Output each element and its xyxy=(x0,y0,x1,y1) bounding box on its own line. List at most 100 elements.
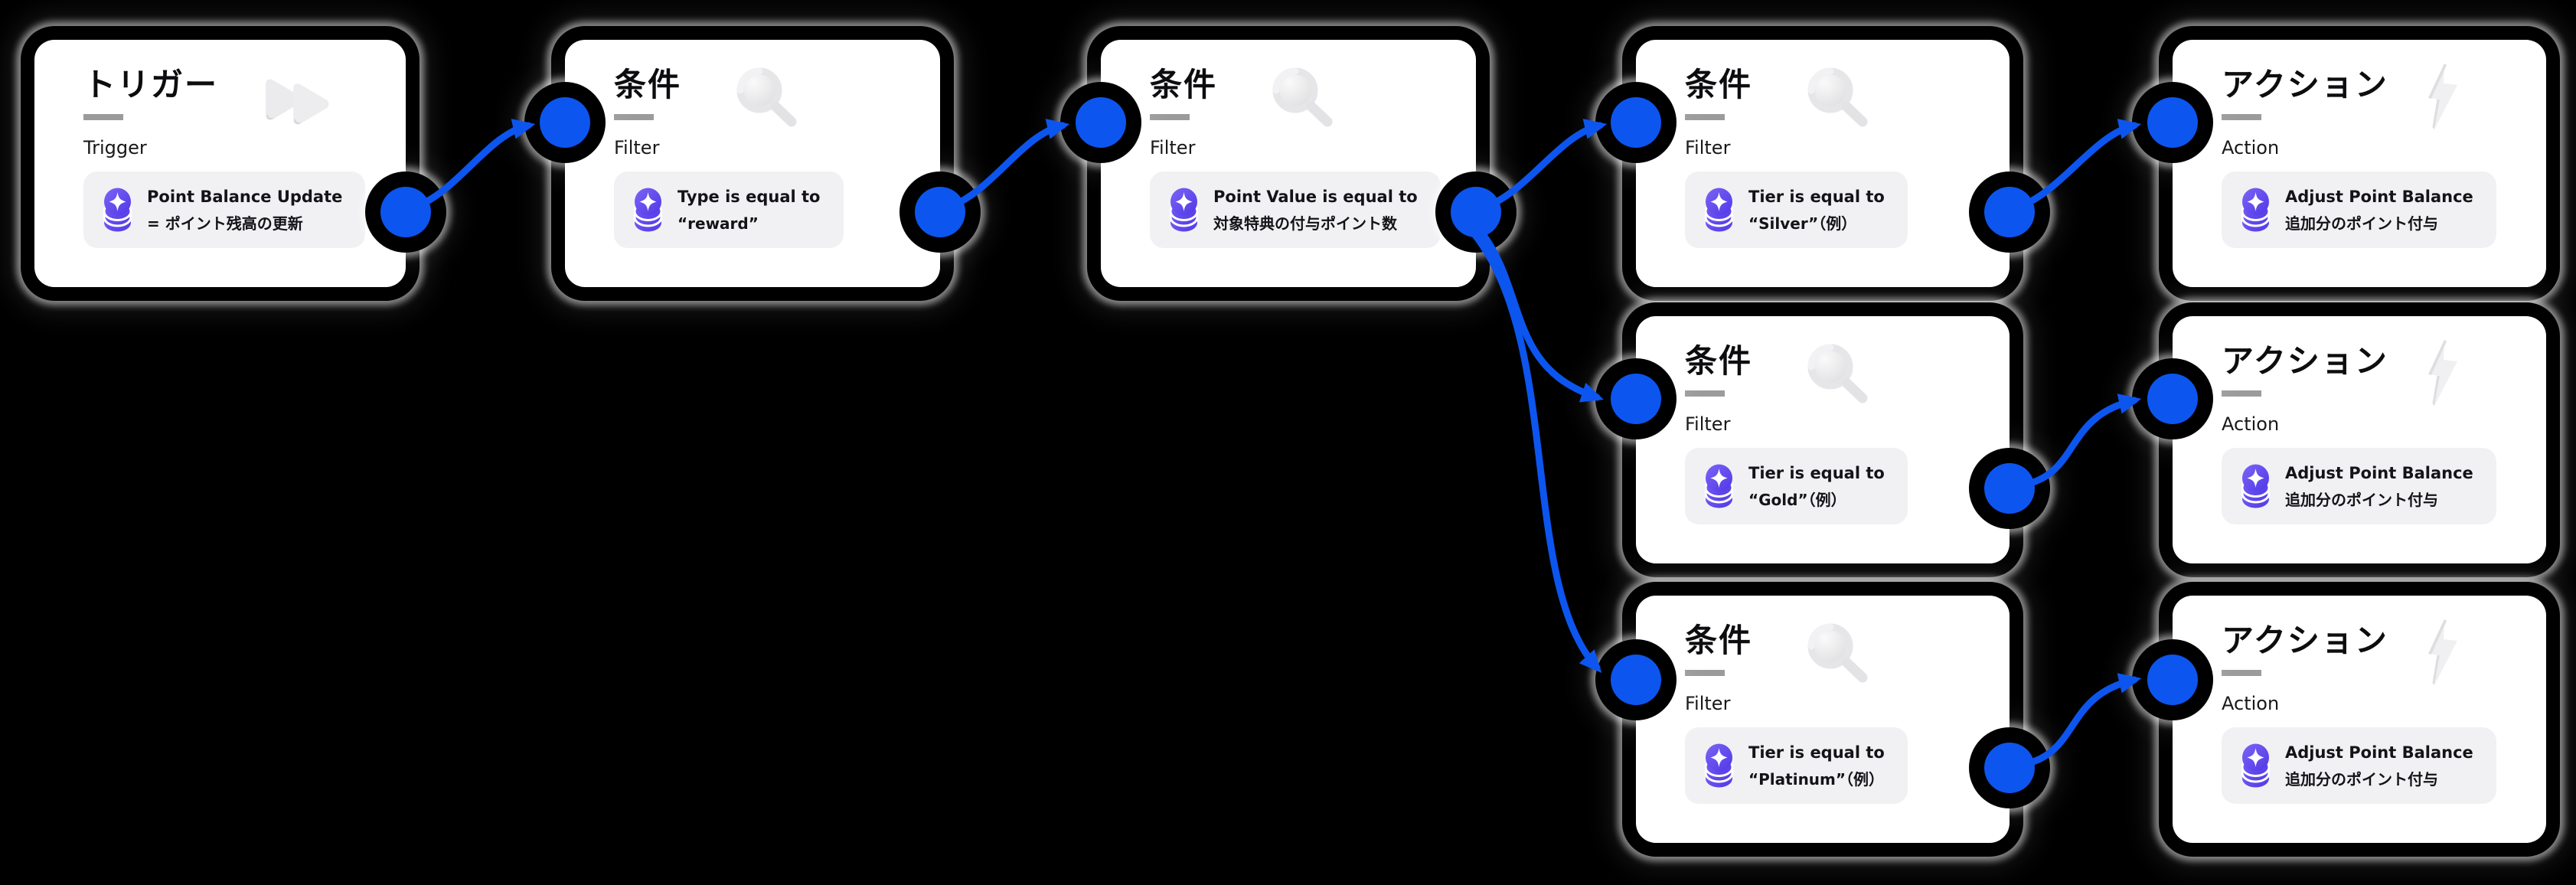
node-title: 条件 xyxy=(1150,66,1218,103)
input-port-filter-type[interactable] xyxy=(540,97,590,148)
item-line2: “Platinum”（例） xyxy=(1748,769,1885,789)
title-underline xyxy=(2222,670,2261,677)
output-port-filter-tier-platinum[interactable] xyxy=(1984,743,2035,793)
points-coin-icon xyxy=(2241,743,2270,788)
node-card-filter-type[interactable]: 条件 Filter Type is equal to “reward” xyxy=(565,40,940,287)
node-title: 条件 xyxy=(1685,622,1753,659)
node-title: トリガー xyxy=(83,66,219,103)
connection-arrow-point-value-to-platinum xyxy=(1471,230,1602,674)
node-card-action-gold[interactable]: アクション Action Adjust Point Balance 追加分のポイ… xyxy=(2173,316,2546,563)
output-port-filter-tier-silver[interactable] xyxy=(1984,187,2035,237)
item-line1: Point Balance Update xyxy=(147,187,343,206)
title-underline xyxy=(1685,390,1725,397)
node-config-item[interactable]: Adjust Point Balance 追加分のポイント付与 xyxy=(2222,171,2496,248)
input-port-filter-tier-gold[interactable] xyxy=(1611,374,1661,424)
points-coin-icon xyxy=(2241,464,2270,508)
title-underline xyxy=(1685,670,1725,677)
node-subtitle: Action xyxy=(2222,137,2280,159)
item-line2: 追加分のポイント付与 xyxy=(2285,490,2438,509)
node-config-item[interactable]: Adjust Point Balance 追加分のポイント付与 xyxy=(2222,448,2496,524)
node-card-trigger[interactable]: トリガー Trigger Point Balance Update = ポイント… xyxy=(34,40,406,287)
node-header: 条件 Filter xyxy=(614,67,681,158)
lightning-icon xyxy=(2422,338,2463,408)
item-line1: Adjust Point Balance xyxy=(2285,463,2473,482)
node-header: アクション Action xyxy=(2222,622,2388,715)
item-line1: Adjust Point Balance xyxy=(2285,187,2473,206)
item-line1: Tier is equal to xyxy=(1748,187,1885,206)
output-port-trigger[interactable] xyxy=(380,187,431,237)
node-title: 条件 xyxy=(1685,342,1753,380)
node-config-item[interactable]: Point Value is equal to 対象特典の付与ポイント数 xyxy=(1150,171,1441,248)
input-port-action-gold[interactable] xyxy=(2147,374,2198,424)
magnifier-icon xyxy=(1804,623,1870,686)
node-title: 条件 xyxy=(614,66,682,103)
node-subtitle: Trigger xyxy=(83,137,147,159)
lightning-icon xyxy=(2422,617,2463,687)
connection-arrow-trigger-to-filter-type xyxy=(408,119,536,212)
connection-arrow-platinum-to-action xyxy=(2027,673,2142,766)
item-line1: Point Value is equal to xyxy=(1213,187,1418,206)
connection-arrow-point-value-to-silver xyxy=(1478,119,1608,212)
node-config-item[interactable]: Tier is equal to “Gold”（例） xyxy=(1685,448,1908,524)
output-port-filter-point-value[interactable] xyxy=(1451,187,1501,237)
node-header: 条件 Filter xyxy=(1685,67,1752,158)
item-line2: “reward” xyxy=(677,214,759,233)
lightning-icon xyxy=(2422,61,2463,132)
title-underline xyxy=(2222,114,2261,121)
item-line1: Tier is equal to xyxy=(1748,463,1885,482)
fast-forward-icon xyxy=(258,75,336,129)
node-subtitle: Filter xyxy=(1150,137,1196,159)
input-port-filter-tier-platinum[interactable] xyxy=(1611,655,1661,705)
points-coin-icon xyxy=(1705,464,1733,508)
node-config-item[interactable]: Tier is equal to “Platinum”（例） xyxy=(1685,727,1908,804)
node-config-item[interactable]: Tier is equal to “Silver”（例） xyxy=(1685,171,1908,248)
node-card-filter-tier-gold[interactable]: 条件 Filter Tier is equal to “Gold”（例） xyxy=(1636,316,2010,563)
magnifier-icon xyxy=(1269,67,1335,130)
output-port-filter-tier-gold[interactable] xyxy=(1984,463,2035,514)
points-coin-icon xyxy=(103,188,132,232)
node-subtitle: Action xyxy=(2222,413,2280,436)
node-subtitle: Filter xyxy=(1685,413,1731,436)
node-card-filter-point-value[interactable]: 条件 Filter Point Value is equal to 対象特典の付… xyxy=(1101,40,1476,287)
node-header: アクション Action xyxy=(2222,67,2388,158)
node-card-filter-tier-silver[interactable]: 条件 Filter Tier is equal to “Silver”（例） xyxy=(1636,40,2010,287)
title-underline xyxy=(83,114,123,121)
input-port-filter-tier-silver[interactable] xyxy=(1611,97,1661,148)
node-card-action-silver[interactable]: アクション Action Adjust Point Balance 追加分のポイ… xyxy=(2173,40,2546,287)
output-port-filter-type[interactable] xyxy=(915,187,965,237)
node-card-filter-tier-platinum[interactable]: 条件 Filter Tier is equal to “Platinum”（例） xyxy=(1636,596,2010,843)
item-line2: 追加分のポイント付与 xyxy=(2285,214,2438,233)
magnifier-icon xyxy=(733,67,799,130)
connection-arrow-silver-to-action xyxy=(2012,119,2142,212)
node-subtitle: Filter xyxy=(1685,137,1731,159)
node-subtitle: Filter xyxy=(614,137,660,159)
node-header: トリガー Trigger xyxy=(83,67,218,158)
node-title: アクション xyxy=(2222,622,2388,659)
node-config-item[interactable]: Type is equal to “reward” xyxy=(614,171,844,248)
node-config-item[interactable]: Point Balance Update = ポイント残高の更新 xyxy=(83,171,366,248)
node-config-item[interactable]: Adjust Point Balance 追加分のポイント付与 xyxy=(2222,727,2496,804)
node-header: アクション Action xyxy=(2222,342,2388,436)
node-title: 条件 xyxy=(1685,66,1753,103)
node-subtitle: Filter xyxy=(1685,693,1731,715)
magnifier-icon xyxy=(1804,67,1870,130)
input-port-filter-point-value[interactable] xyxy=(1076,97,1126,148)
connection-arrow-point-value-to-gold xyxy=(1477,227,1605,403)
item-line2: “Gold”（例） xyxy=(1748,490,1846,509)
title-underline xyxy=(2222,390,2261,397)
points-coin-icon xyxy=(2241,188,2270,232)
item-line2: 追加分のポイント付与 xyxy=(2285,769,2438,789)
points-coin-icon xyxy=(1170,188,1198,232)
node-title: アクション xyxy=(2222,342,2388,380)
node-card-action-platinum[interactable]: アクション Action Adjust Point Balance 追加分のポイ… xyxy=(2173,596,2546,843)
node-subtitle: Action xyxy=(2222,693,2280,715)
points-coin-icon xyxy=(1705,743,1733,788)
item-line1: Tier is equal to xyxy=(1748,743,1885,762)
item-line2: “Silver”（例） xyxy=(1748,214,1857,233)
title-underline xyxy=(1150,114,1190,121)
input-port-action-platinum[interactable] xyxy=(2147,655,2198,705)
input-port-action-silver[interactable] xyxy=(2147,97,2198,148)
title-underline xyxy=(614,114,654,121)
item-line2: = ポイント残高の更新 xyxy=(147,214,303,233)
item-line1: Type is equal to xyxy=(677,187,821,206)
